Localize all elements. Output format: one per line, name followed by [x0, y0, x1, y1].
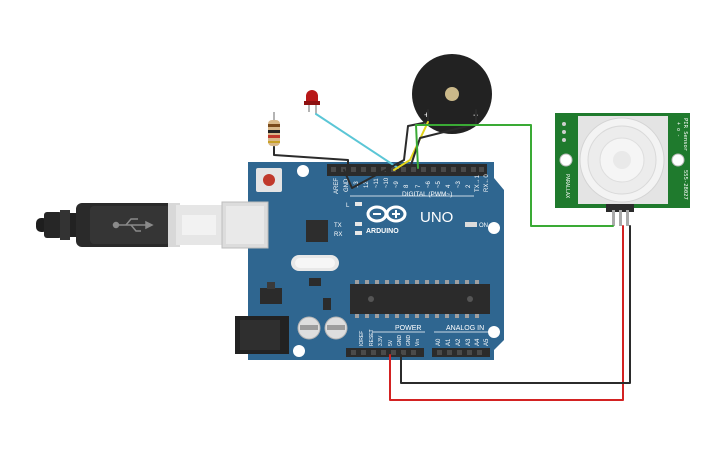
power-pin-label: 5V — [388, 339, 394, 346]
usb-cable — [36, 203, 222, 247]
pir-part-number: 555-28027 — [682, 170, 688, 200]
tx-led — [355, 222, 362, 226]
usb-symbol-icon — [112, 218, 154, 232]
pir-pins-label: + o - — [675, 122, 681, 137]
usb-chip — [306, 220, 328, 242]
rx-led-label: RX — [334, 232, 342, 238]
digital-pin-label: ~10 — [384, 177, 390, 188]
wire-cyan-led-pin — [315, 113, 399, 169]
gnd-label: GND — [344, 178, 350, 192]
rx-led — [355, 231, 362, 235]
digital-pin-label: ~6 — [426, 180, 432, 188]
digital-pin-label: 7 — [416, 184, 422, 188]
arduino-uno-board: AREF GND 13 12 ~11 ~10 ~9 8 7 ~6 ~5 4 ~3… — [221, 162, 504, 360]
analog-in-label: ANALOG IN — [446, 325, 484, 332]
wires — [273, 109, 631, 401]
voltage-regulator — [260, 288, 282, 304]
digital-pin-label: 2 — [466, 184, 472, 188]
analog-pin-label: A4 — [475, 338, 481, 346]
arduino-logo-icon — [366, 205, 407, 223]
l-led-label: L — [346, 203, 350, 209]
red-led — [304, 90, 320, 114]
uno-logo-text: UNO — [420, 209, 453, 226]
analog-pin-label: A3 — [466, 338, 472, 346]
digital-pin-label: ~11 — [374, 178, 380, 188]
resistor — [268, 112, 280, 155]
wire-black-pir-gnd — [400, 225, 631, 384]
digital-pin-label: RX←0 — [484, 174, 490, 192]
analog-pin-label: A5 — [484, 338, 490, 346]
digital-pin-label: 12 — [364, 181, 370, 188]
digital-pin-label: 4 — [446, 184, 452, 188]
buzzer-center — [445, 87, 459, 101]
digital-pin-label: 8 — [404, 184, 410, 188]
power-pin-label: IOREF — [359, 331, 365, 346]
wire-black-buzzer-minus — [409, 109, 477, 169]
digital-pin-label: TX→1 — [475, 174, 481, 192]
pir-sensor: PIR Sensor + o - 555-28027 PARALLAX — [555, 113, 690, 226]
digital-pin-label: ~3 — [456, 180, 462, 188]
mount-hole — [293, 345, 305, 357]
power-pin-label: Vin — [415, 339, 421, 346]
mount-hole — [297, 165, 309, 177]
power-pin-label: 3.3V — [378, 335, 384, 346]
digital-header-label: DIGITAL (PWM~) — [402, 191, 452, 198]
on-led-label: ON — [479, 223, 488, 229]
pir-brand: PARALLAX — [564, 174, 570, 198]
on-led — [465, 222, 477, 227]
arduino-brand-text: ARDUINO — [366, 228, 399, 235]
power-pin-label: GND — [397, 335, 403, 347]
digital-header — [327, 164, 487, 176]
power-label: POWER — [395, 325, 421, 332]
aref-label: AREF — [334, 178, 340, 194]
pir-connector — [606, 204, 634, 212]
power-pin-label: RESET — [369, 329, 375, 346]
mount-hole — [488, 326, 500, 338]
pir-title: PIR Sensor — [682, 118, 688, 152]
wire-black-resistor-gnd — [273, 146, 349, 169]
analog-pin-label: A1 — [446, 338, 452, 346]
analog-pin-label: A0 — [436, 338, 442, 346]
digital-pin-label: ~9 — [394, 180, 400, 188]
buzzer-plus-label: + — [424, 110, 429, 120]
analog-pin-label: A2 — [456, 338, 462, 346]
wire-yellow-buzzer-pin — [393, 121, 429, 171]
l-led — [355, 202, 362, 206]
wire-green-pir-out — [415, 124, 614, 227]
wire-black-buzzer-plus — [343, 109, 429, 189]
tx-led-label: TX — [334, 223, 342, 229]
power-pin-label: GND — [406, 335, 412, 347]
mount-hole — [488, 222, 500, 234]
digital-pin-label: ~5 — [436, 180, 442, 188]
wire-red-pir-vcc — [389, 225, 624, 401]
